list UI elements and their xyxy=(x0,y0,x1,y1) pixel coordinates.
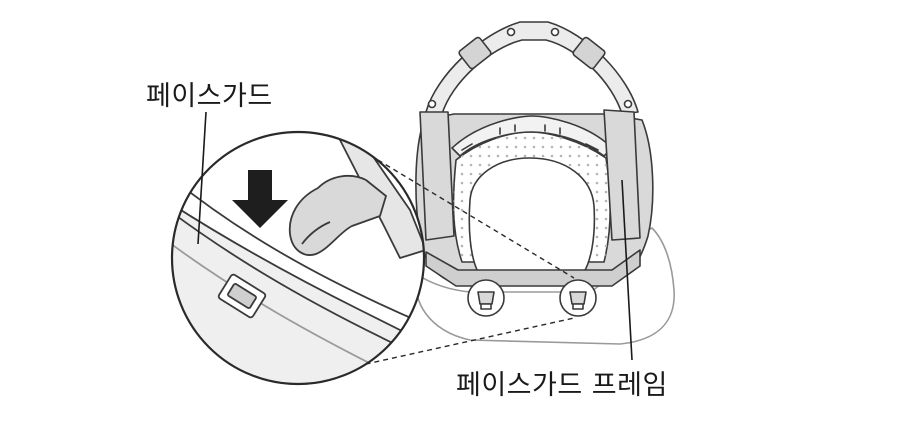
zoom-guide-lines xyxy=(347,159,575,369)
clip-socket-left xyxy=(467,279,505,317)
leader-face-guard-frame xyxy=(621,179,633,361)
magnified-clip-tab xyxy=(288,174,387,256)
clip-socket-right xyxy=(559,279,597,317)
frame-bottom-bar xyxy=(425,249,641,287)
magnified-slot xyxy=(217,273,267,319)
label-face-guard-frame: 페이스가드 프레임 xyxy=(456,370,668,401)
strap-buckle-left xyxy=(458,36,492,70)
leader-face-guard xyxy=(197,111,207,245)
nose-opening xyxy=(468,157,596,273)
strap-buckle-right xyxy=(572,36,606,70)
magnified-detail xyxy=(170,130,426,386)
side-panel-right xyxy=(603,109,641,241)
head-strap xyxy=(425,21,639,115)
label-face-guard: 페이스가드 xyxy=(146,81,273,112)
headset-drawing xyxy=(415,21,675,345)
magnifier-ring xyxy=(170,130,426,386)
down-arrow-icon xyxy=(232,170,288,228)
side-panel-left xyxy=(419,111,455,241)
